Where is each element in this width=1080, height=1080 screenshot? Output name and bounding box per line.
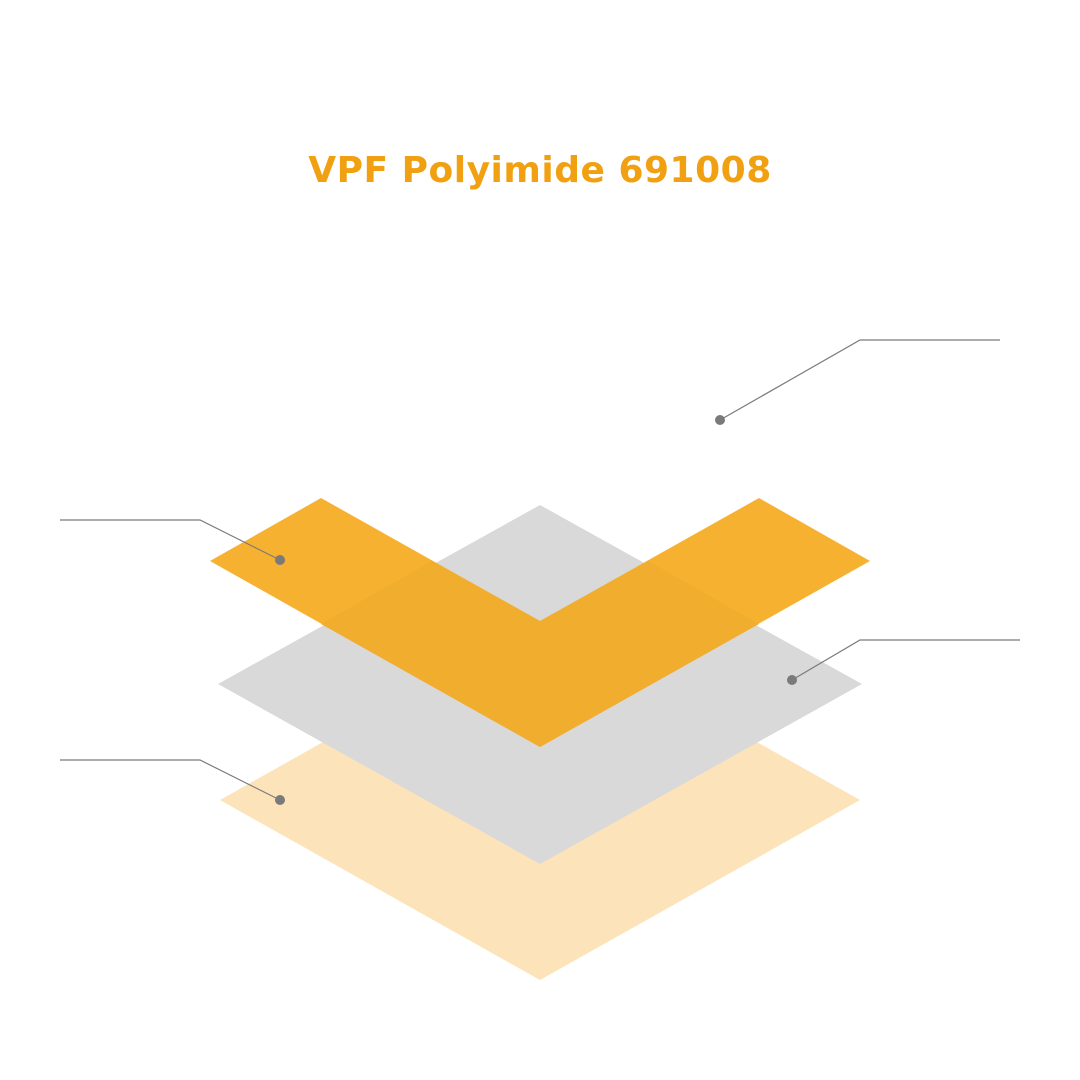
leader-dot	[275, 555, 285, 565]
callout-middle-layer	[787, 639, 1020, 685]
leader-dot	[787, 675, 797, 685]
leader-line	[60, 519, 281, 561]
leader-line	[791, 639, 1020, 681]
top-middle-overlap	[321, 561, 759, 747]
leader-dot	[275, 795, 285, 805]
leader-line	[60, 759, 281, 801]
leader-line	[719, 339, 1000, 421]
callout-top-layer	[60, 519, 285, 565]
callout-bottom-layer	[60, 759, 285, 805]
leader-dot	[715, 415, 725, 425]
callout-above-stack	[715, 339, 1000, 425]
diagram-title: VPF Polyimide 691008	[308, 150, 772, 191]
